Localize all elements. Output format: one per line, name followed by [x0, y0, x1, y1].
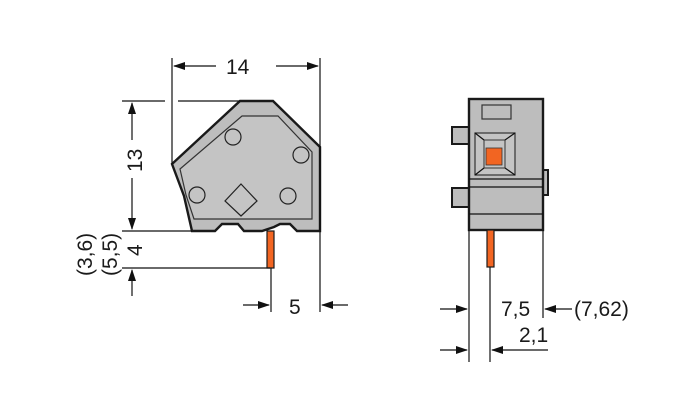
side-view: 14 13 4 (3,6) (5,5) 5: [74, 56, 348, 319]
side-housing-inner: [179, 115, 313, 220]
front-tab-bottom: [451, 187, 471, 208]
front-view: 7,5 (7,62) 2,1: [440, 97, 629, 362]
dim-pin-length: 4: [124, 244, 147, 256]
front-slot: [481, 104, 512, 120]
side-diamond-icon: [224, 183, 258, 217]
front-tab-top: [451, 126, 471, 145]
dim-pitch: 7,5: [501, 298, 530, 321]
side-hole-3: [188, 186, 206, 204]
dim-pin-alt-2: (5,5): [99, 233, 122, 276]
side-hole-1: [224, 128, 242, 146]
dim-pitch-alt: (7,62): [574, 298, 629, 321]
front-pin: [486, 229, 495, 268]
front-actuator: [485, 147, 503, 166]
dim-pin-offset: 5: [289, 296, 301, 319]
side-hole-2: [292, 146, 310, 164]
side-pin: [266, 230, 275, 269]
dim-pin-alt-1: (3,6): [74, 233, 97, 276]
dim-height: 13: [124, 149, 147, 172]
dim-width: 14: [226, 56, 250, 79]
side-hole-4: [279, 187, 297, 205]
dim-offset: 2,1: [519, 324, 548, 347]
